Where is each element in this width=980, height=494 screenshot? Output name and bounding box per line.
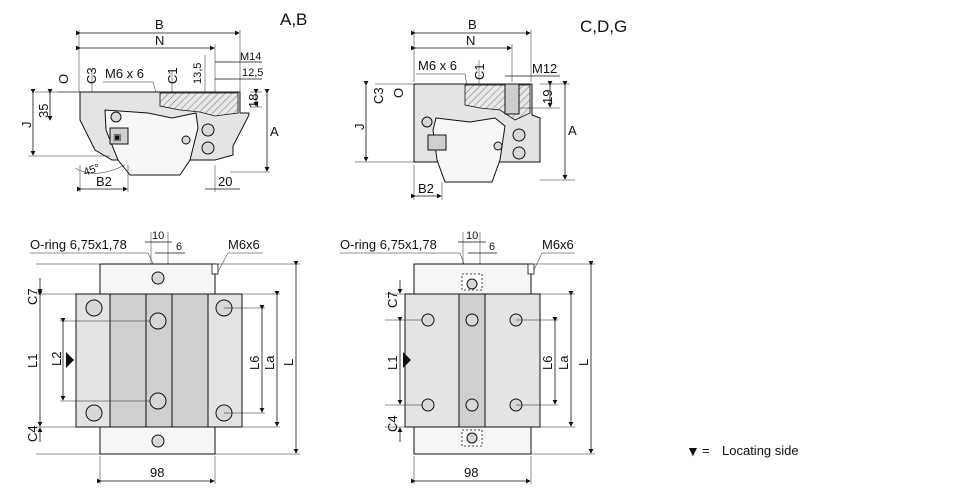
legend-equals: = xyxy=(702,443,710,458)
svg-text:▣: ▣ xyxy=(113,132,122,142)
dim-C3: C3 xyxy=(84,67,99,84)
carriage-end-view-ab: A,B B N M14 12,5 13,5 O C3 M6 x 6 C1 xyxy=(19,10,307,192)
dim-O: O xyxy=(391,88,406,98)
locating-side-marker xyxy=(66,352,74,368)
dim-L1: L1 xyxy=(385,356,400,370)
dim-La: La xyxy=(556,355,571,370)
variant-label: C,D,G xyxy=(580,17,627,36)
dim-L6: L6 xyxy=(540,356,555,370)
dim-C7: C7 xyxy=(25,288,40,305)
dim-C4: C4 xyxy=(25,425,40,442)
dim-6: 6 xyxy=(176,241,182,253)
dim-O: O xyxy=(56,74,71,84)
dim-J: J xyxy=(19,122,34,129)
dim-B2: B2 xyxy=(418,181,434,196)
oring-label: O-ring 6,75x1,78 xyxy=(340,237,437,252)
dim-C4: C4 xyxy=(385,415,400,432)
dim-C7: C7 xyxy=(385,291,400,308)
dim-M6x6: M6x6 xyxy=(542,237,574,252)
variant-label: A,B xyxy=(280,10,307,29)
dim-10: 10 xyxy=(466,230,478,242)
dim-98: 98 xyxy=(464,465,478,480)
dim-A: A xyxy=(568,123,577,138)
dim-C1: C1 xyxy=(472,63,487,80)
dim-C3: C3 xyxy=(371,87,386,104)
legend: ▼ = Locating side xyxy=(686,443,799,459)
dim-M14: M14 xyxy=(240,51,261,63)
dim-L6: L6 xyxy=(247,356,262,370)
dim-19: 19 xyxy=(540,90,555,104)
dim-20: 20 xyxy=(218,174,232,189)
dim-J: J xyxy=(352,124,367,131)
dim-B: B xyxy=(155,17,164,32)
locating-side-marker xyxy=(403,352,411,368)
dim-N: N xyxy=(466,33,475,48)
dim-A: A xyxy=(270,124,279,139)
locating-side-symbol: ▼ xyxy=(686,443,700,459)
dim-10: 10 xyxy=(152,230,164,242)
dim-L1: L1 xyxy=(25,354,40,368)
dim-M12: M12 xyxy=(532,61,557,76)
dim-N: N xyxy=(155,33,164,48)
legend-text: Locating side xyxy=(722,443,799,458)
oring-label: O-ring 6,75x1,78 xyxy=(30,237,127,252)
dim-98: 98 xyxy=(150,465,164,480)
dim-18: 18 xyxy=(246,94,261,108)
carriage-top-view-cdg: O-ring 6,75x1,78 10 6 M6x6 C7 L1 xyxy=(340,230,595,484)
dim-M6x6: M6x6 xyxy=(228,237,260,252)
dim-35: 35 xyxy=(36,104,51,118)
dim-M6x6: M6 x 6 xyxy=(105,66,144,81)
dim-C1: C1 xyxy=(165,67,180,84)
carriage-end-view-cdg: C,D,G B N M6 x 6 C1 M12 C3 O J xyxy=(352,17,627,200)
dim-B: B xyxy=(468,17,477,32)
dim-12-5: 12,5 xyxy=(242,67,263,79)
dim-La: La xyxy=(262,355,277,370)
dim-L: L xyxy=(281,359,296,366)
carriage-top-view-ab: O-ring 6,75x1,78 10 6 M6x6 xyxy=(25,230,300,484)
dim-6: 6 xyxy=(489,241,495,253)
dim-45deg: 45° xyxy=(82,162,102,179)
dim-B2: B2 xyxy=(96,174,112,189)
dim-L2: L2 xyxy=(49,352,64,366)
dim-L: L xyxy=(576,359,591,366)
dim-M6x6: M6 x 6 xyxy=(418,58,457,73)
dim-13-5: 13,5 xyxy=(192,63,204,84)
